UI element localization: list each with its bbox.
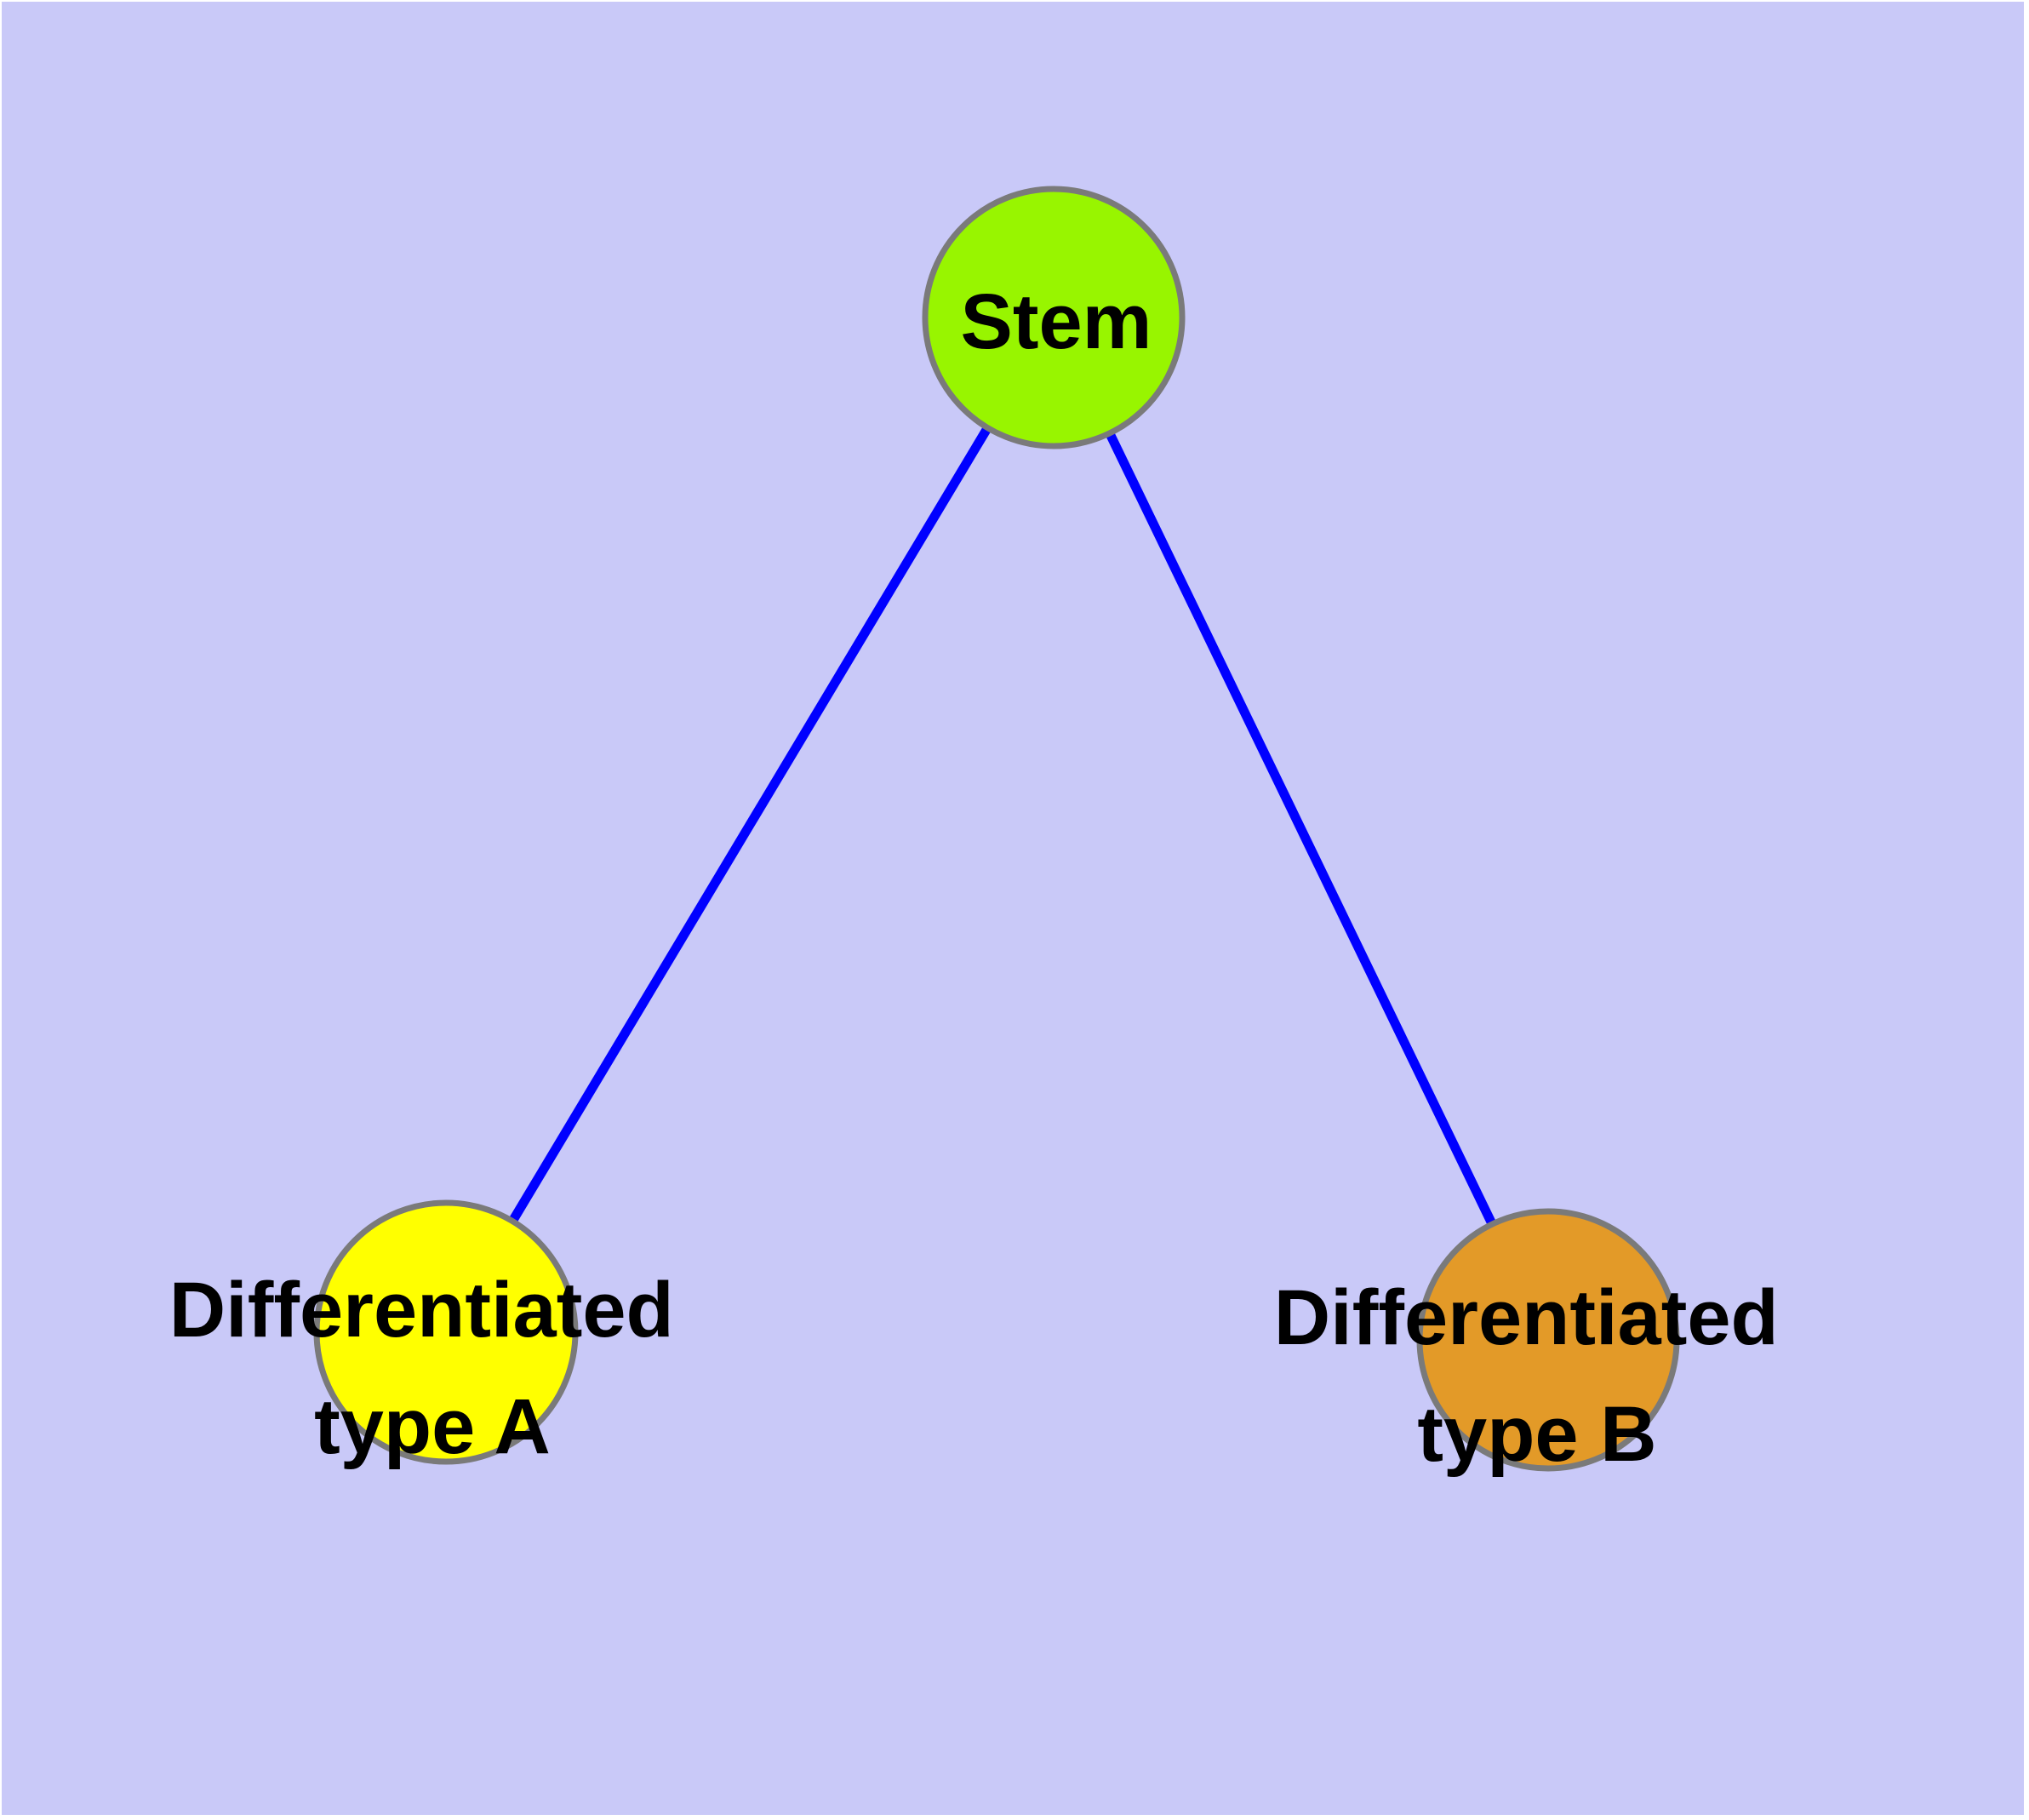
edge-stem-to-type-b	[1049, 315, 1552, 1342]
node-type-b-label-line-2: type B	[1417, 1391, 1656, 1478]
node-type-a-circle	[313, 1199, 579, 1465]
node-type-b-label-line-1: Differentiated	[1274, 1274, 1779, 1361]
node-type-a-label: Differentiated type A	[169, 1267, 696, 1470]
node-differentiated-type-b: Differentiated type B	[1274, 1208, 1801, 1478]
node-stem-label: Stem	[961, 278, 1152, 365]
node-type-b-label: Differentiated type B	[1274, 1274, 1801, 1478]
node-type-a-label-line-1: Differentiated	[169, 1267, 674, 1354]
node-stem: Stem	[922, 186, 1186, 449]
node-type-a-label-line-2: type A	[314, 1383, 551, 1470]
edge-stem-to-type-a	[442, 315, 1058, 1335]
node-stem-circle	[922, 186, 1186, 449]
node-differentiated-type-a: Differentiated type A	[169, 1199, 696, 1470]
node-type-b-circle	[1416, 1208, 1680, 1472]
